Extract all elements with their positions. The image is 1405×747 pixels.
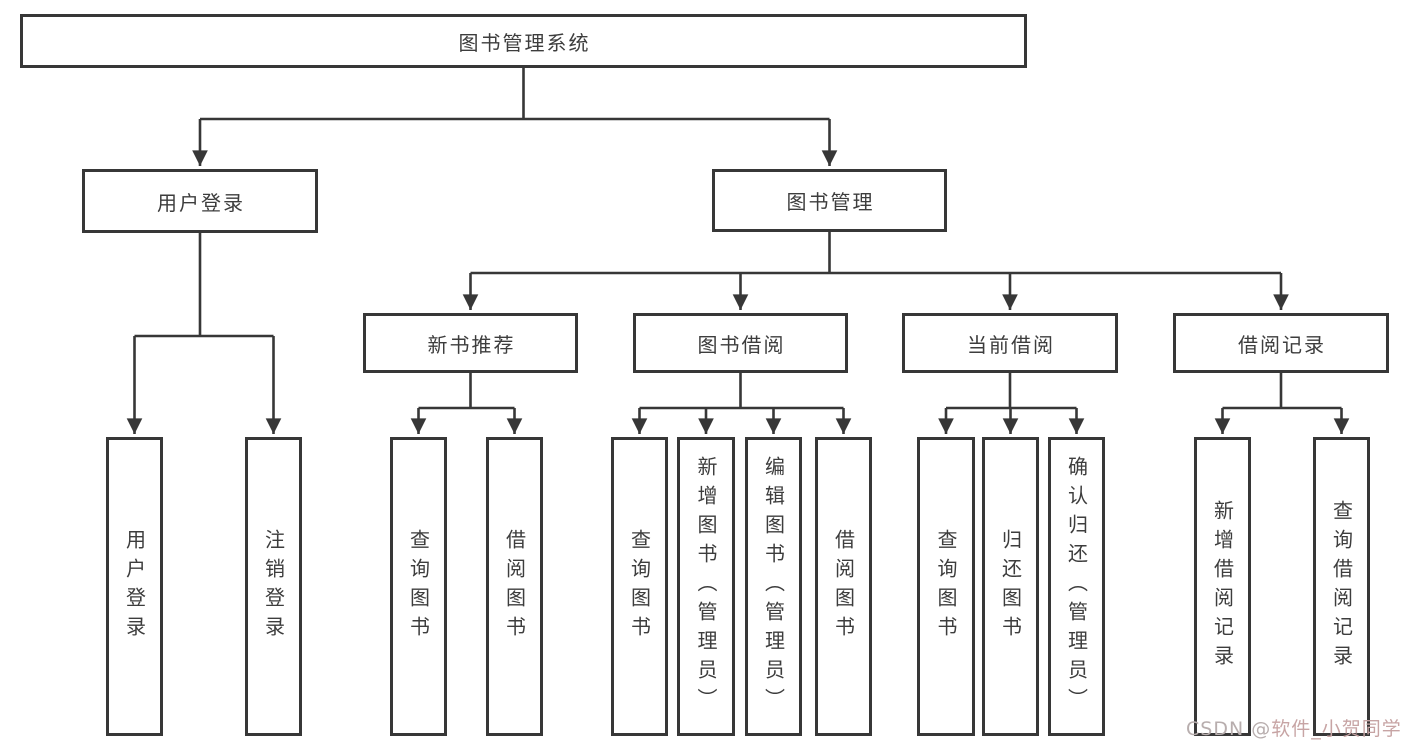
node-label: 查询图书 <box>934 528 958 645</box>
leaf-query-books-recommend: 查询图书 <box>390 437 447 736</box>
node-label: 新增图书（管理员） <box>694 456 718 717</box>
node-label: 编辑图书（管理员） <box>761 456 786 717</box>
node-label: 图书借阅 <box>697 332 786 357</box>
node-label: 借阅记录 <box>1238 332 1326 357</box>
node-label: 查询图书 <box>627 528 652 645</box>
leaf-return-books: 归还图书 <box>982 437 1039 736</box>
node-label: 新增借阅记录 <box>1210 499 1235 674</box>
leaf-add-books-admin: 新增图书（管理员） <box>677 437 735 736</box>
node-new-book-recommend: 新书推荐 <box>363 313 578 373</box>
node-book-management: 图书管理 <box>712 169 947 232</box>
leaf-query-books-current: 查询图书 <box>917 437 975 736</box>
csdn-watermark: CSDN @软件_小贺同学 <box>1186 714 1402 741</box>
connector-arrows <box>126 119 1350 435</box>
node-label: 归还图书 <box>998 528 1023 645</box>
node-library-system: 图书管理系统 <box>20 14 1027 68</box>
watermark-prefix: CSDN @ <box>1186 718 1272 740</box>
leaf-add-borrow-record: 新增借阅记录 <box>1194 437 1251 736</box>
watermark-author: 软件_小贺同学 <box>1271 718 1402 740</box>
node-user-login: 用户登录 <box>82 169 318 233</box>
node-label: 借阅图书 <box>831 528 856 645</box>
leaf-borrow-books-recommend: 借阅图书 <box>486 437 543 736</box>
node-label: 借阅图书 <box>502 528 527 645</box>
node-label: 图书管理 <box>786 190 875 214</box>
node-label: 查询借阅记录 <box>1329 499 1354 674</box>
node-label: 注销登录 <box>261 528 286 645</box>
node-label: 用户登录 <box>157 190 245 215</box>
leaf-query-books-borrowing: 查询图书 <box>611 437 668 736</box>
leaf-borrow-books: 借阅图书 <box>815 437 872 736</box>
node-current-borrowing: 当前借阅 <box>902 313 1118 373</box>
node-label: 用户登录 <box>122 528 147 645</box>
leaf-user-login: 用户登录 <box>106 437 163 736</box>
node-label: 新书推荐 <box>427 332 516 357</box>
node-label: 图书管理系统 <box>458 30 591 55</box>
node-book-borrowing: 图书借阅 <box>633 313 848 373</box>
node-borrowing-records: 借阅记录 <box>1173 313 1389 373</box>
leaf-confirm-return-admin: 确认归还（管理员） <box>1048 437 1105 736</box>
node-label: 当前借阅 <box>967 332 1055 357</box>
leaf-query-borrow-record: 查询借阅记录 <box>1313 437 1370 736</box>
node-label: 确认归还（管理员） <box>1064 456 1089 717</box>
node-label: 查询图书 <box>406 528 431 645</box>
leaf-logout: 注销登录 <box>245 437 302 736</box>
leaf-edit-books-admin: 编辑图书（管理员） <box>745 437 802 736</box>
